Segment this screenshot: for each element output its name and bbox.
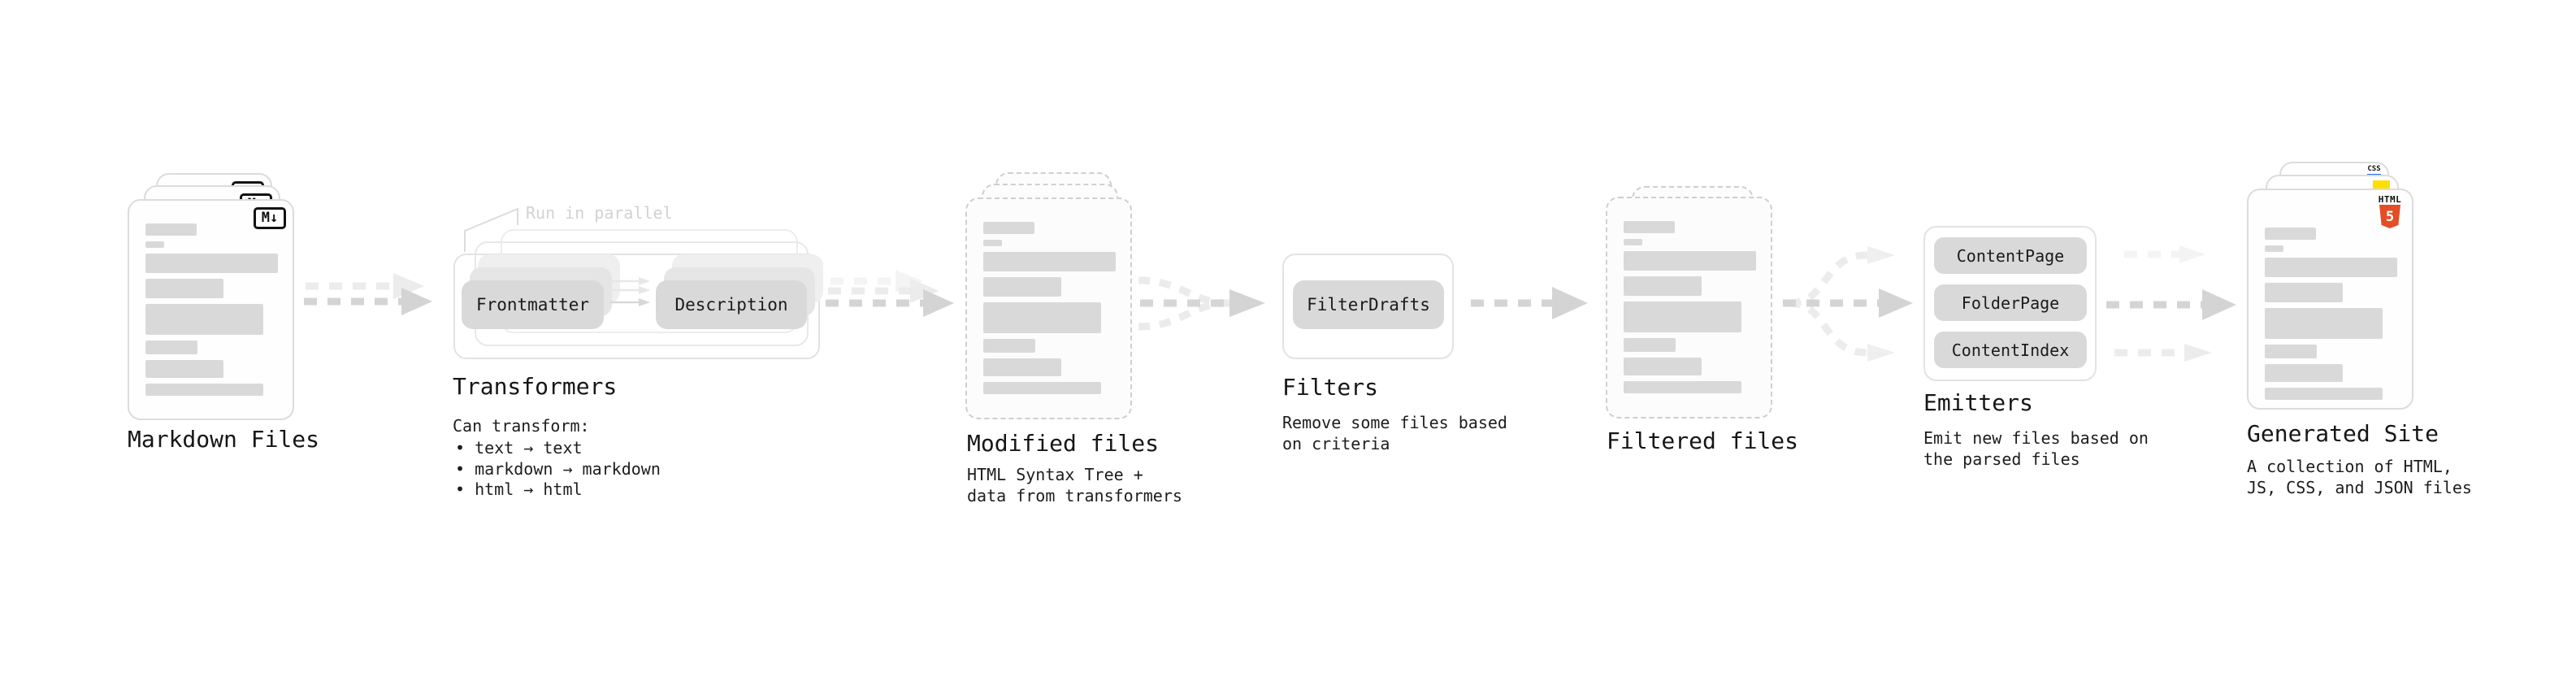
css-icon-label: CSS [2367,165,2381,173]
file-content-bars [1607,198,1771,393]
filters-container [1282,254,1454,359]
arrow-filters-to-filtered [1471,287,1588,319]
pill-contentpage: ContentPage [1934,237,2087,274]
modified-files-caption: HTML Syntax Tree + data from transformer… [967,465,1182,505]
arrow-emitters-to-site [2106,245,2236,362]
modified-file-card-front [965,197,1132,419]
file-content-bars [129,201,293,396]
run-in-parallel-annotation: Run in parallel [526,203,673,223]
stage-label-emitters: Emitters [1923,389,2033,416]
transformers-caption-title: Can transform: [453,416,590,436]
arrow-filtered-to-emitters-fanout [1783,246,1913,362]
transformer-container-front [453,254,820,359]
pill-frontmatter: Frontmatter [462,280,604,329]
stage-label-filtered-files: Filtered files [1607,427,1799,454]
pill-contentindex: ContentIndex [1934,332,2087,368]
emitters-caption: Emit new files based on the parsed files [1923,428,2149,469]
bullet-item: • html → html [455,479,583,499]
transformers-bullet-list: • text → text • markdown → markdown • ht… [455,438,661,501]
stage-label-filters: Filters [1282,374,1379,401]
stage-label-transformers: Transformers [453,373,618,400]
site-file-card-html: HTML 5 [2247,189,2413,410]
emitters-container [1923,226,2097,381]
pill-description: Description [656,280,807,329]
html5-icon-shield: 5 [2379,205,2400,228]
annotation-leader-line [464,207,518,252]
filters-caption: Remove some files based on criteria [1282,413,1507,453]
markdown-file-card-front: M↓ [128,199,294,420]
filtered-file-card-front [1606,197,1772,419]
file-content-bars [967,199,1130,394]
html5-icon: HTML 5 [2376,195,2404,228]
pill-filterdrafts: FilterDrafts [1293,280,1444,329]
arrow-modified-to-filters-merge [1138,276,1265,331]
arrow-transformers-to-modified [826,270,954,317]
generated-site-caption: A collection of HTML, JS, CSS, and JSON … [2247,457,2472,497]
bullet-item: • text → text [455,438,583,458]
stage-label-modified-files: Modified files [967,430,1160,457]
arrow-markdown-to-transformers [304,273,432,315]
html5-icon-word: HTML [2378,194,2402,205]
stage-label-markdown-files: Markdown Files [128,426,320,453]
js-icon [2373,180,2390,189]
bullet-item: • markdown → markdown [455,458,661,479]
html5-icon-number: 5 [2385,208,2395,225]
parallel-arrows-icon [609,277,650,306]
markdown-icon: M↓ [254,207,286,229]
stage-label-generated-site: Generated Site [2247,420,2439,447]
file-content-bars [2249,190,2412,400]
pill-folderpage: FolderPage [1934,284,2087,321]
